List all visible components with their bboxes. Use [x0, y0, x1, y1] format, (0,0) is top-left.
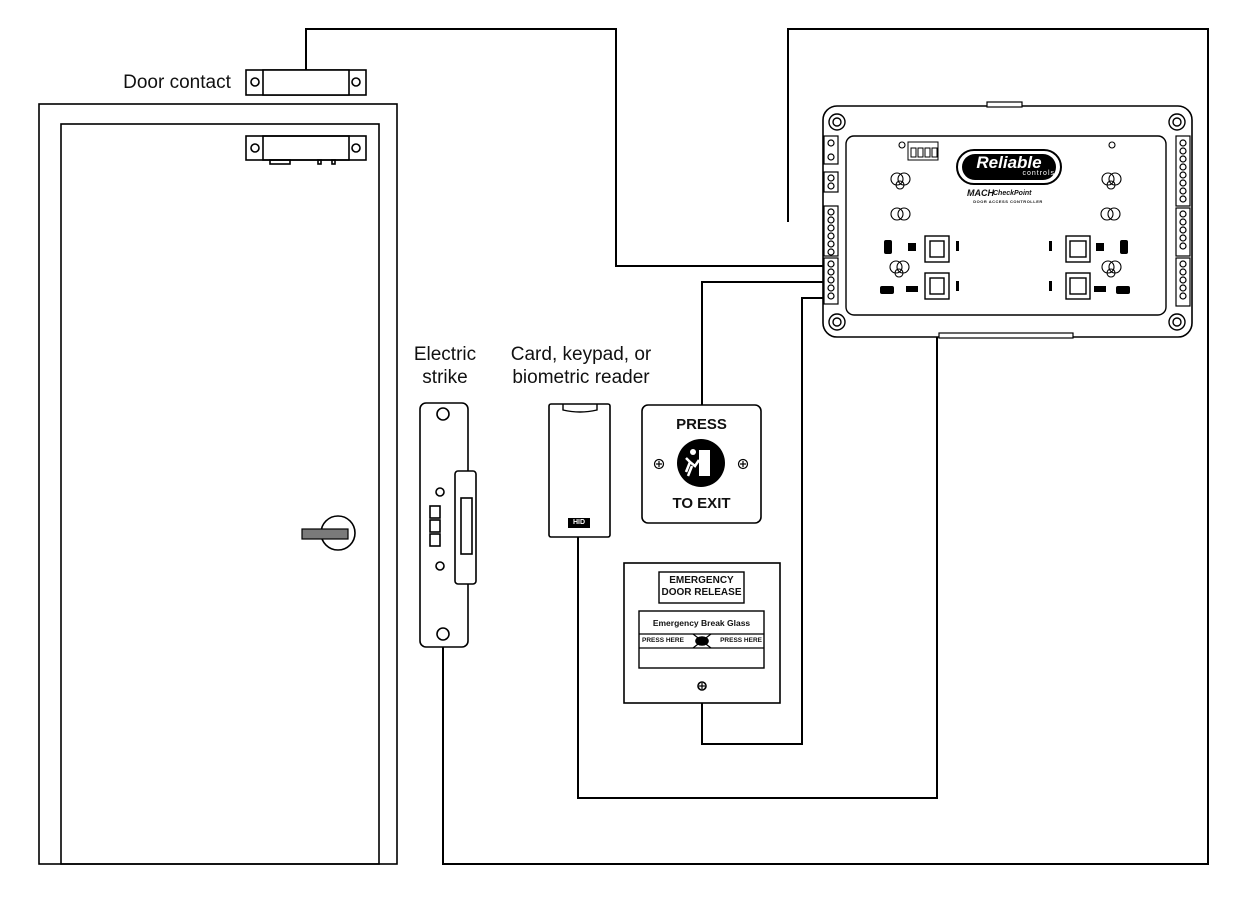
electric-strike-label-line2: strike: [422, 367, 468, 388]
controller-model-name: CheckPoint: [993, 190, 1032, 197]
controller-glyphs: [880, 240, 1130, 294]
electric-strike: [419, 402, 477, 648]
reader-wire: [577, 262, 938, 799]
left-terminals: [823, 135, 839, 305]
door-contact-label: Door contact: [123, 72, 231, 93]
emergency-press-right: PRESS HERE: [720, 637, 762, 644]
controller-model-desc: DOOR ACCESS CONTROLLER: [973, 199, 1043, 204]
mounting-holes: [828, 113, 1186, 331]
reliable-logo: [956, 149, 1062, 185]
rj45-ports: [924, 235, 1091, 300]
controller-top-wire: [442, 28, 1209, 865]
door-contact-wire: [305, 28, 826, 267]
emergency-press-left: PRESS HERE: [642, 637, 684, 644]
exit-button-bottom-text: TO EXIT: [672, 495, 731, 512]
emergency-door-release: [623, 562, 781, 704]
emergency-title-line1: EMERGENCY: [669, 575, 734, 586]
reader-label-line1: Card, keypad, or: [510, 344, 652, 365]
card-reader: [548, 403, 611, 538]
emergency-title-line2: DOOR RELEASE: [661, 587, 742, 598]
electric-strike-label-line1: Electric: [413, 344, 477, 365]
emergency-release-wire: [701, 297, 826, 745]
door-contact-sensor: [245, 69, 367, 96]
controller-model-prefix: MACH: [967, 188, 994, 198]
exit-button: [641, 404, 762, 524]
exit-button-wire: [701, 281, 826, 408]
controller-logo-sub: controls: [1022, 170, 1055, 177]
right-terminals: [1175, 135, 1191, 307]
controller: [822, 101, 1193, 339]
reader-brand: HID: [572, 519, 586, 526]
dip-switches: [907, 141, 939, 161]
wiring: [305, 28, 1209, 865]
status-led-icons: [889, 141, 1122, 278]
reader-label-line2: biometric reader: [512, 367, 650, 388]
exit-button-top-text: PRESS: [676, 416, 727, 433]
door: [38, 103, 398, 865]
emergency-subtitle: Emergency Break Glass: [652, 618, 751, 628]
controller-logo-text: Reliable: [976, 153, 1042, 172]
door-handle: [301, 515, 356, 551]
